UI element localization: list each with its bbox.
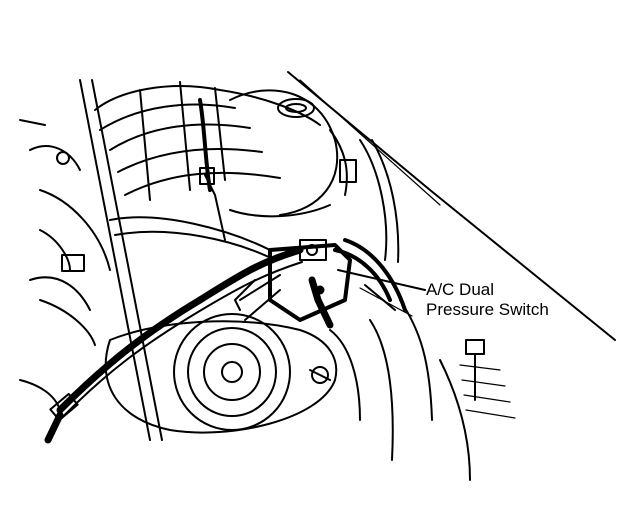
ac-line-inner <box>54 261 303 426</box>
lower-bay <box>19 276 394 461</box>
callout-leader-line-2 <box>359 287 413 317</box>
wire-bundle <box>109 129 400 263</box>
strut-rod <box>79 79 151 441</box>
strut-tower <box>104 313 338 434</box>
callout-line-2: Pressure Switch <box>426 300 549 319</box>
hood-edge-line-inner <box>299 79 441 206</box>
callout-line-1: A/C Dual <box>426 280 495 299</box>
fender-detail <box>399 299 516 481</box>
switch-cluster <box>234 238 407 329</box>
callout-leader-line <box>337 269 426 291</box>
strut-rod-edge <box>91 79 163 441</box>
ac-line-fitting <box>49 392 79 422</box>
air-plenum <box>229 89 339 218</box>
left-hoses <box>19 119 111 346</box>
callout-label: A/C Dual Pressure Switch <box>426 280 549 320</box>
ac-line-end <box>44 411 64 444</box>
ac-line <box>56 246 304 414</box>
